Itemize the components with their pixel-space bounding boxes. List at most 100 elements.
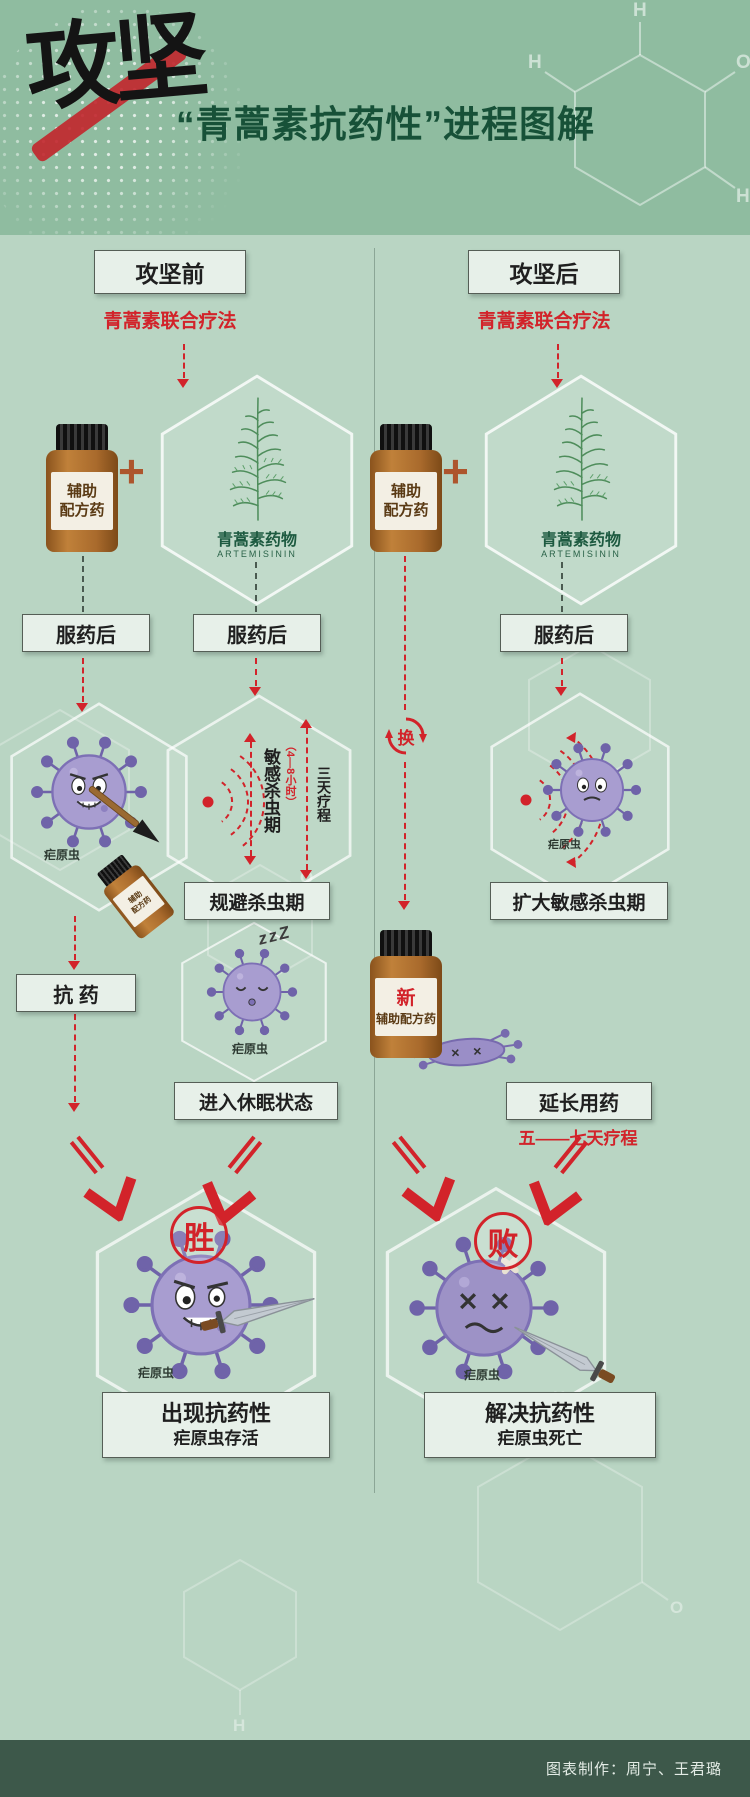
arrowhead <box>555 687 567 696</box>
plant-latin-label: ARTEMISININ <box>541 549 621 559</box>
convergence-arrow <box>401 1176 456 1224</box>
dashed-arrow <box>404 762 406 900</box>
bottle-label-line1: 辅助 <box>390 482 421 500</box>
after-meds-text: 服药后 <box>227 624 287 647</box>
expand-kill-period-text: 扩大敏感杀虫期 <box>512 892 646 914</box>
winning-parasite-icon <box>123 1230 279 1380</box>
expand-kill-period-box: 扩大敏感杀虫期 <box>490 882 668 920</box>
dashed-arrow <box>255 658 257 686</box>
arrowhead <box>68 1103 80 1112</box>
drug-resistance-box: 抗 药 <box>16 974 136 1012</box>
span-line-course <box>306 728 308 870</box>
arrow-shaft-marks <box>69 1135 105 1175</box>
header: 攻坚 “青蒿素抗药性”进程图解 H O H H <box>0 0 750 235</box>
sleeping-parasite-icon <box>206 948 298 1036</box>
kill-period-note: （4—8小时） <box>284 740 296 808</box>
dormant-state-text: 进入休眠状态 <box>198 1092 313 1114</box>
outcome-box-left: 出现抗药性 疟原虫存活 <box>102 1392 330 1458</box>
parasite-icon <box>542 743 642 837</box>
arrowhead <box>398 901 410 910</box>
bottle-body: 新 辅助配方药 <box>370 956 442 1058</box>
after-meds-box-left-a: 服药后 <box>22 614 150 652</box>
hexagon-frame <box>484 374 678 606</box>
arrowhead <box>177 379 189 388</box>
dashed-connector <box>561 562 563 612</box>
new-bottle-text: 辅助配方药 <box>375 1011 436 1026</box>
plant-label: 青蒿素药物 <box>216 532 297 549</box>
avoid-kill-period-box: 规避杀虫期 <box>184 882 330 920</box>
bottle-label: 辅助 配方药 <box>51 472 113 530</box>
extend-medication-text: 延长用药 <box>539 1092 619 1115</box>
stage-label-before-text: 攻坚前 <box>135 261 205 287</box>
therapy-label-right: 青蒿素联合疗法 <box>477 311 611 332</box>
span-line-kill-period <box>250 742 252 856</box>
defeat-badge-text: 败 <box>487 1226 519 1262</box>
after-meds-box-left-b: 服药后 <box>193 614 321 652</box>
svg-text:H: H <box>233 1716 245 1735</box>
brush-icon <box>88 786 160 843</box>
plant-label: 青蒿素药物 <box>540 532 621 549</box>
sensitivity-arcs <box>202 755 266 849</box>
after-meds-text: 服药后 <box>534 624 594 647</box>
new-pill-bottle: 新 辅助配方药 <box>370 930 442 1058</box>
parasite-label: 疟原虫 <box>138 1366 175 1380</box>
outcome-right-line1: 解决抗药性 <box>484 1400 595 1426</box>
stage-label-before: 攻坚前 <box>94 250 246 294</box>
arrowhead <box>244 856 256 865</box>
credit-text: 图表制作：周宁、王君璐 <box>545 1761 722 1778</box>
convergence-arrow <box>528 1180 583 1228</box>
arrow-shaft-marks <box>227 1135 263 1175</box>
arrowhead <box>76 703 88 712</box>
dashed-arrow <box>74 916 76 960</box>
therapy-label-left: 青蒿素联合疗法 <box>103 311 237 332</box>
footer: 图表制作：周宁、王君璐 <box>0 1740 750 1797</box>
hexagon-frame <box>160 374 354 606</box>
dashed-connector <box>255 562 257 612</box>
bottle-body: 辅助 配方药 <box>370 450 442 552</box>
arrowhead <box>249 687 261 696</box>
bottle-label-line1: 辅助 <box>66 482 97 500</box>
bottle-label: 辅助 配方药 <box>375 472 437 530</box>
drug-resistance-text: 抗 药 <box>53 984 99 1007</box>
pill-bottle-right: 辅助 配方药 <box>370 424 442 552</box>
arrowhead <box>244 733 256 742</box>
bottle-label: 新 辅助配方药 <box>375 978 437 1036</box>
bottle-label-line2: 配方药 <box>383 502 429 519</box>
dashed-arrow <box>183 344 185 378</box>
chemical-structure-decoration: H O H H <box>528 0 750 207</box>
sword-icon <box>200 1298 315 1334</box>
dashed-arrow <box>404 556 406 710</box>
after-meds-text: 服药后 <box>56 624 116 647</box>
plus-sign: + <box>442 445 469 497</box>
outcome-right-line2: 疟原虫死亡 <box>497 1429 583 1449</box>
arrowhead <box>300 870 312 879</box>
svg-text:O: O <box>736 52 750 73</box>
convergence-arrow <box>83 1176 137 1224</box>
kill-period-label: 敏感杀虫期 <box>261 748 280 833</box>
bottle-cap <box>56 424 108 451</box>
bottle-body: 辅助 配方药 <box>46 450 118 552</box>
arrow-shaft-marks <box>553 1135 589 1175</box>
fallen-sword-icon <box>514 1326 616 1384</box>
outcome-left-line1: 出现抗药性 <box>160 1400 271 1426</box>
parasite-label: 疟原虫 <box>232 1042 269 1056</box>
stage-label-after: 攻坚后 <box>468 250 620 294</box>
arrowhead <box>551 379 563 388</box>
victory-badge: 胜 <box>170 1206 228 1264</box>
pill-bottle-left: 辅助 配方药 <box>46 424 118 552</box>
arrowhead <box>68 961 80 970</box>
parasite-label: 疟原虫 <box>44 848 81 862</box>
outcome-box-right: 解决抗药性 疟原虫死亡 <box>424 1392 656 1458</box>
stage-label-after-text: 攻坚后 <box>509 261 579 287</box>
victory-badge-text: 胜 <box>183 1220 215 1256</box>
course-label: 三天疗程 <box>316 766 332 822</box>
outcome-left-line2: 疟原虫存活 <box>173 1429 259 1449</box>
arrowhead <box>300 719 312 728</box>
svg-text:H: H <box>736 186 750 207</box>
plant-latin-label: ARTEMISININ <box>217 549 297 559</box>
dashed-connector <box>82 556 84 612</box>
artemisia-plant-icon <box>229 397 287 521</box>
switch-cycle-icon: 换 <box>384 714 428 758</box>
bottle-label-line2: 配方药 <box>59 502 105 519</box>
